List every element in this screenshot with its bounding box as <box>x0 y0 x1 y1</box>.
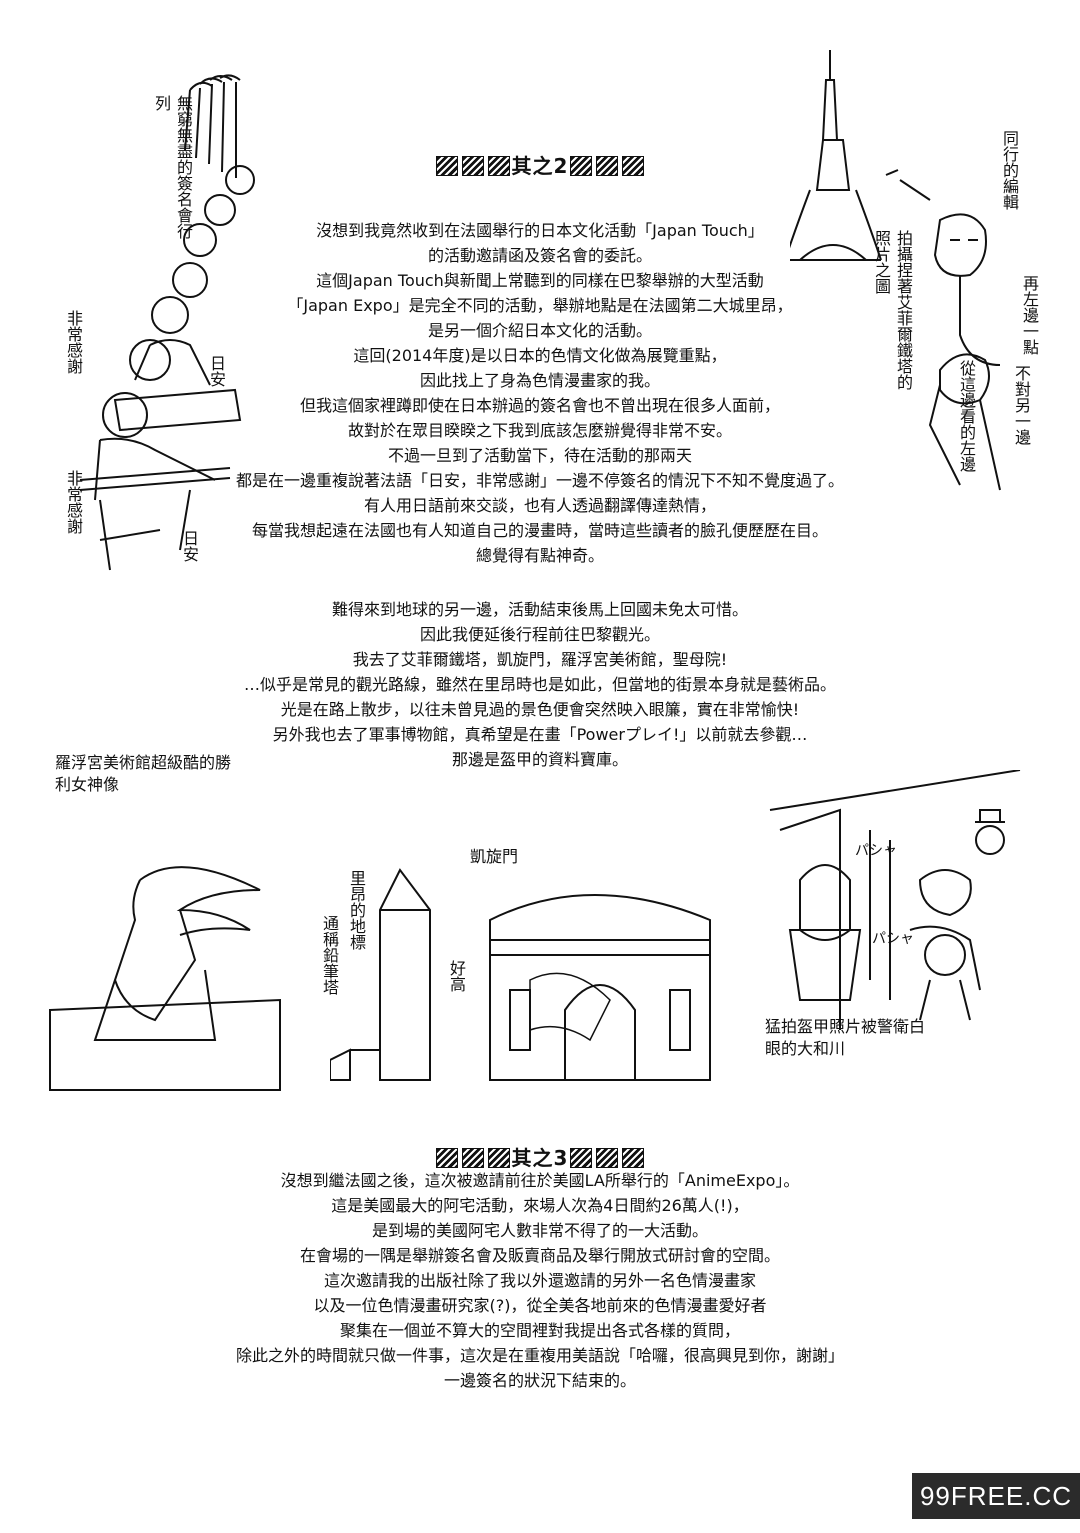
note-armor-photo: 猛拍盔甲照片被警衛白眼的大和川 <box>765 1017 926 1058</box>
note-thanks-bottom: 非常感謝 <box>64 470 83 534</box>
text-line: 另外我也去了軍事博物館，真希望是在畫「Powerプレイ!」以前就去參觀… <box>272 725 808 744</box>
section2-heading-text: 其之2 <box>511 154 569 178</box>
note-queue: 無窮無盡的簽名會行列 <box>152 95 193 239</box>
note-pencil-tower: 通稱鉛筆塔 <box>320 915 339 995</box>
text-line: 除此之外的時間就只做一件事，這次是在重複用美語說「哈囉，很高興見到你，謝謝」 <box>235 1346 844 1365</box>
section2-paragraph-1: 沒想到我竟然收到在法國舉行的日本文化活動「Japan Touch」 的活動邀請函… <box>200 218 880 568</box>
text-line: 但我這個家裡蹲即使在日本辦過的簽名會也不曾出現在很多人面前， <box>299 396 780 415</box>
section3-paragraph: 沒想到繼法國之後，這次被邀請前往於美國LA所舉行的「AnimeExpo」。 這是… <box>200 1168 880 1393</box>
section3-heading-text: 其之3 <box>511 1146 569 1170</box>
text-line: 因此找上了身為色情漫畫家的我。 <box>419 371 660 390</box>
note-from-here-left: 從這邊看的左邊 <box>957 360 976 472</box>
text-line: 難得來到地球的另一邊，活動結束後馬上回國未免太可惜。 <box>331 600 748 619</box>
note-left-more: 再左邊一點 <box>1020 275 1039 355</box>
text-line: 這回(2014年度)是以日本的色情文化做為展覽重點， <box>353 346 727 365</box>
armor-museum-illustration <box>769 770 1021 1030</box>
text-line: …似乎是常見的觀光路線，雖然在里昂時也是如此，但當地的街景本身就是藝術品。 <box>243 675 836 694</box>
text-line: 沒想到繼法國之後，這次被邀請前往於美國LA所舉行的「AnimeExpo」。 <box>280 1171 800 1190</box>
text-line: 我去了艾菲爾鐵塔，凱旋門，羅浮宮美術館，聖母院! <box>352 650 728 669</box>
note-hello-bottom: 日安 <box>180 530 199 562</box>
text-line: 以及一位色情漫畫研究家(?)，從全美各地前來的色情漫畫愛好者 <box>313 1296 767 1315</box>
note-so-tall: 好高 <box>447 960 466 992</box>
note-lyon-landmark: 里昂的地標 <box>347 870 366 950</box>
text-line: 因此我便延後行程前往巴黎觀光。 <box>419 625 660 644</box>
text-line: 光是在路上散步，以往未曾見過的景色便會突然映入眼簾，實在非常愉快! <box>280 700 800 719</box>
note-not-that-side: 不對另一邊 <box>1012 365 1031 445</box>
text-line: 在會場的一隅是舉辦簽名會及販賣商品及舉行開放式研討會的空間。 <box>299 1246 780 1265</box>
text-line: 這是美國最大的阿宅活動，來場人次為4日間約26萬人(!)， <box>331 1196 749 1215</box>
text-line: 有人用日語前來交談，也有人透過翻譯傳達熱情， <box>363 496 716 515</box>
text-line: 聚集在一個並不算大的空間裡對我提出各式各樣的質問， <box>339 1321 740 1340</box>
text-line: 每當我想起遠在法國也有人知道自己的漫畫時，當時這些讀者的臉孔便歷歷在目。 <box>251 521 828 540</box>
text-line: 沒想到我竟然收到在法國舉行的日本文化活動「Japan Touch」 <box>316 221 764 240</box>
section3-heading: 其之3 <box>0 1142 1080 1171</box>
note-louvre: 羅浮宮美術館超級酷的勝利女神像 <box>55 753 232 794</box>
eiffel-illustration <box>790 50 1001 491</box>
note-sfx-pa: パシャ <box>855 843 897 859</box>
note-sfx-pa2: パシャ <box>872 931 914 947</box>
section2-paragraph-2: 難得來到地球的另一邊，活動結束後馬上回國未免太可惜。 因此我便延後行程前往巴黎觀… <box>200 597 880 772</box>
text-line: 總覺得有點神奇。 <box>475 546 604 565</box>
pencil-tower-illustration <box>330 868 431 1081</box>
text-line: 是到場的美國阿宅人數非常不得了的一大活動。 <box>371 1221 708 1240</box>
watermark: 99FREE.CC <box>912 1473 1080 1519</box>
note-arc: 凱旋門 <box>470 847 519 866</box>
text-line: 這個Japan Touch與新聞上常聽到的同樣在巴黎舉辦的大型活動 <box>316 271 764 290</box>
section2-heading: 其之2 <box>0 150 1080 179</box>
queue-illustration <box>79 74 255 571</box>
note-photo-eiffel: 拍攝捏著艾菲爾鐵塔的照片之圖 <box>872 230 913 390</box>
text-line: 那邊是盔甲的資料寶庫。 <box>451 750 628 769</box>
text-line: 是另一個介紹日本文化的活動。 <box>427 321 652 340</box>
text-line: 故對於在眾目睽睽之下我到底該怎麼辦覺得非常不安。 <box>347 421 732 440</box>
note-hello-top: 日安 <box>207 355 226 387</box>
text-line: 一邊簽名的狀況下結束的。 <box>443 1371 636 1390</box>
winged-victory-illustration <box>49 866 281 1091</box>
text-line: 這次邀請我的出版社除了我以外還邀請的另外一名色情漫畫家 <box>323 1271 756 1290</box>
note-thanks-top: 非常感謝 <box>64 310 83 374</box>
text-line: 都是在一邊重複說著法語「日安，非常感謝」一邊不停簽名的情況下不知不覺度過了。 <box>235 471 844 490</box>
arc-de-triomphe-illustration <box>489 894 711 1081</box>
text-line: 的活動邀請函及簽名會的委託。 <box>427 246 652 265</box>
text-line: 不過一旦到了活動當下，待在活動的那兩天 <box>387 446 692 465</box>
note-editor: 同行的編輯 <box>1000 130 1019 210</box>
text-line: 「Japan Expo」是完全不同的活動，舉辦地點是在法國第二大城里昂， <box>287 296 793 315</box>
